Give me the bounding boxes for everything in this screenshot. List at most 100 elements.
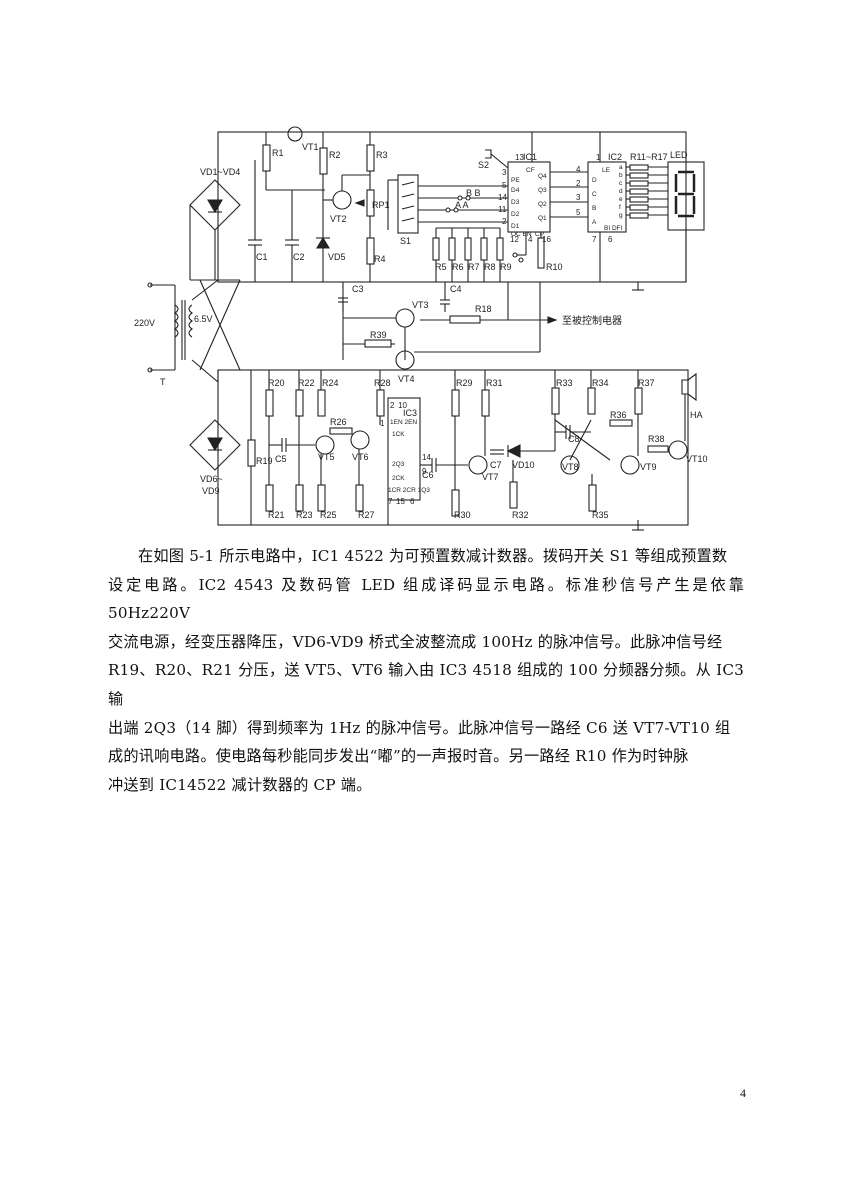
pin-b: B	[592, 205, 596, 212]
pin-q4: Q4	[538, 173, 547, 180]
pin-num: 1	[596, 153, 601, 162]
pin-num: 9	[422, 467, 427, 476]
label-s1: S1	[400, 236, 411, 246]
label-rp1: RP1	[372, 200, 390, 210]
label-r21: R21	[268, 510, 285, 520]
seg-e: e	[619, 196, 623, 203]
label-r31: R31	[486, 378, 503, 388]
label-c2: C2	[293, 252, 305, 262]
pin-c: C	[592, 191, 597, 198]
label-r24: R24	[322, 378, 339, 388]
label-vt3: VT3	[412, 300, 429, 310]
pin-num: 14	[422, 453, 431, 462]
label-r28: R28	[374, 378, 391, 388]
pin-num: 5	[576, 208, 581, 217]
pin-cf: CF	[526, 167, 535, 174]
seg-g: g	[619, 212, 623, 219]
pin-num: 6	[608, 235, 613, 244]
pin-q3: Q3	[538, 187, 547, 194]
label-vd5: VD5	[328, 252, 346, 262]
circuit-diagram: VD1~VD4 R1 VT1 R2 R3 VT2 RP1 VD5 R4 C1 C…	[130, 120, 730, 535]
label-to-control: 至被控制电器	[562, 314, 622, 327]
label-r32: R32	[512, 510, 529, 520]
label-ha: HA	[690, 410, 703, 420]
bottom-frame	[217, 369, 689, 526]
pin-num: 10	[398, 401, 407, 410]
ic2-chip	[587, 161, 627, 233]
seg-f: f	[619, 204, 621, 211]
label-r27: R27	[358, 510, 375, 520]
label-r2: R2	[329, 150, 341, 160]
label-c7: C7	[490, 460, 502, 470]
seg-b: b	[619, 172, 623, 179]
pin-num: 2	[390, 401, 395, 410]
label-ic3: IC3	[403, 408, 417, 418]
pin-num: 14	[498, 193, 507, 202]
label-led: LED	[670, 150, 688, 160]
label-t: T	[160, 377, 166, 387]
label-r1: R1	[272, 148, 284, 158]
pin-num: 4	[576, 165, 581, 174]
label-c4: C4	[450, 284, 462, 294]
bridge-bottom	[189, 419, 241, 471]
label-r35: R35	[592, 510, 609, 520]
label-ic1: IC1	[523, 152, 537, 162]
paragraph-line: 在如图 5-1 所示电路中，IC1 4522 为可预置数减计数器。拨码开关 S1…	[138, 547, 728, 565]
label-r7: R7	[468, 262, 480, 272]
pin-le: LE	[602, 167, 611, 174]
pin-q1: Q1	[538, 215, 547, 222]
label-aa: A A	[455, 200, 469, 210]
label-r5: R5	[435, 262, 447, 272]
label-vd9: VD9	[202, 486, 220, 496]
label-r25: R25	[320, 510, 337, 520]
label-r38: R38	[648, 434, 665, 444]
page-number: 4	[740, 1086, 746, 1100]
label-r30: R30	[454, 510, 471, 520]
label-vt5: VT5	[318, 452, 335, 462]
label-vt6: VT6	[352, 452, 369, 462]
dip-switch-s1	[397, 174, 419, 234]
seg-d: d	[619, 188, 623, 195]
ic3-chip	[387, 397, 421, 501]
seg-a: a	[619, 164, 623, 171]
label-r20: R20	[268, 378, 285, 388]
pin-d2: D2	[511, 211, 520, 218]
label-r36: R36	[610, 410, 627, 420]
label-r22: R22	[298, 378, 315, 388]
pin-num: 3	[502, 168, 507, 177]
label-c6: C6	[422, 470, 434, 480]
pin-2q3: 2Q3	[392, 461, 405, 468]
label-r37: R37	[638, 378, 655, 388]
pin-bi-dfi: BI DFI	[604, 225, 623, 232]
label-vt9: VT9	[640, 462, 657, 472]
label-c1: C1	[256, 252, 268, 262]
label-vt7: VT7	[482, 472, 499, 482]
paragraph-line: 出端 2Q3（14 脚）得到频率为 1Hz 的脉冲信号。此脉冲信号一路经 C6 …	[108, 718, 731, 737]
pin-num: 6	[410, 497, 415, 506]
pin-num: 4	[528, 235, 533, 244]
label-r33: R33	[556, 378, 573, 388]
pin-num: 3	[576, 193, 581, 202]
label-6-5v: 6.5V	[194, 314, 213, 324]
label-vt4: VT4	[398, 374, 415, 384]
label-vt2: VT2	[330, 214, 347, 224]
pin-d: D	[592, 177, 597, 184]
label-s2: S2	[478, 160, 489, 170]
label-vt1: VT1	[302, 142, 319, 152]
pin-a: A	[592, 219, 597, 226]
label-bb: B B	[466, 188, 481, 198]
pin-oc-en: OC EN	[511, 231, 532, 238]
label-r18: R18	[475, 304, 492, 314]
label-r34: R34	[592, 378, 609, 388]
body-paragraph: 在如图 5-1 所示电路中，IC1 4522 为可预置数减计数器。拨码开关 S1…	[108, 542, 744, 799]
label-r39: R39	[370, 330, 387, 340]
pin-d3: D3	[511, 199, 520, 206]
label-r26: R26	[330, 417, 347, 427]
pin-bottom: 1CR 2CR 1Q3	[388, 487, 430, 494]
pin-cp: CP	[535, 231, 544, 238]
pin-num: 2	[502, 217, 507, 226]
label-r8: R8	[484, 262, 496, 272]
paragraph-line: 冲送到 IC14522 减计数器的 CP 端。	[108, 775, 372, 794]
label-r9: R9	[500, 262, 512, 272]
label-c8: C8	[568, 434, 580, 444]
